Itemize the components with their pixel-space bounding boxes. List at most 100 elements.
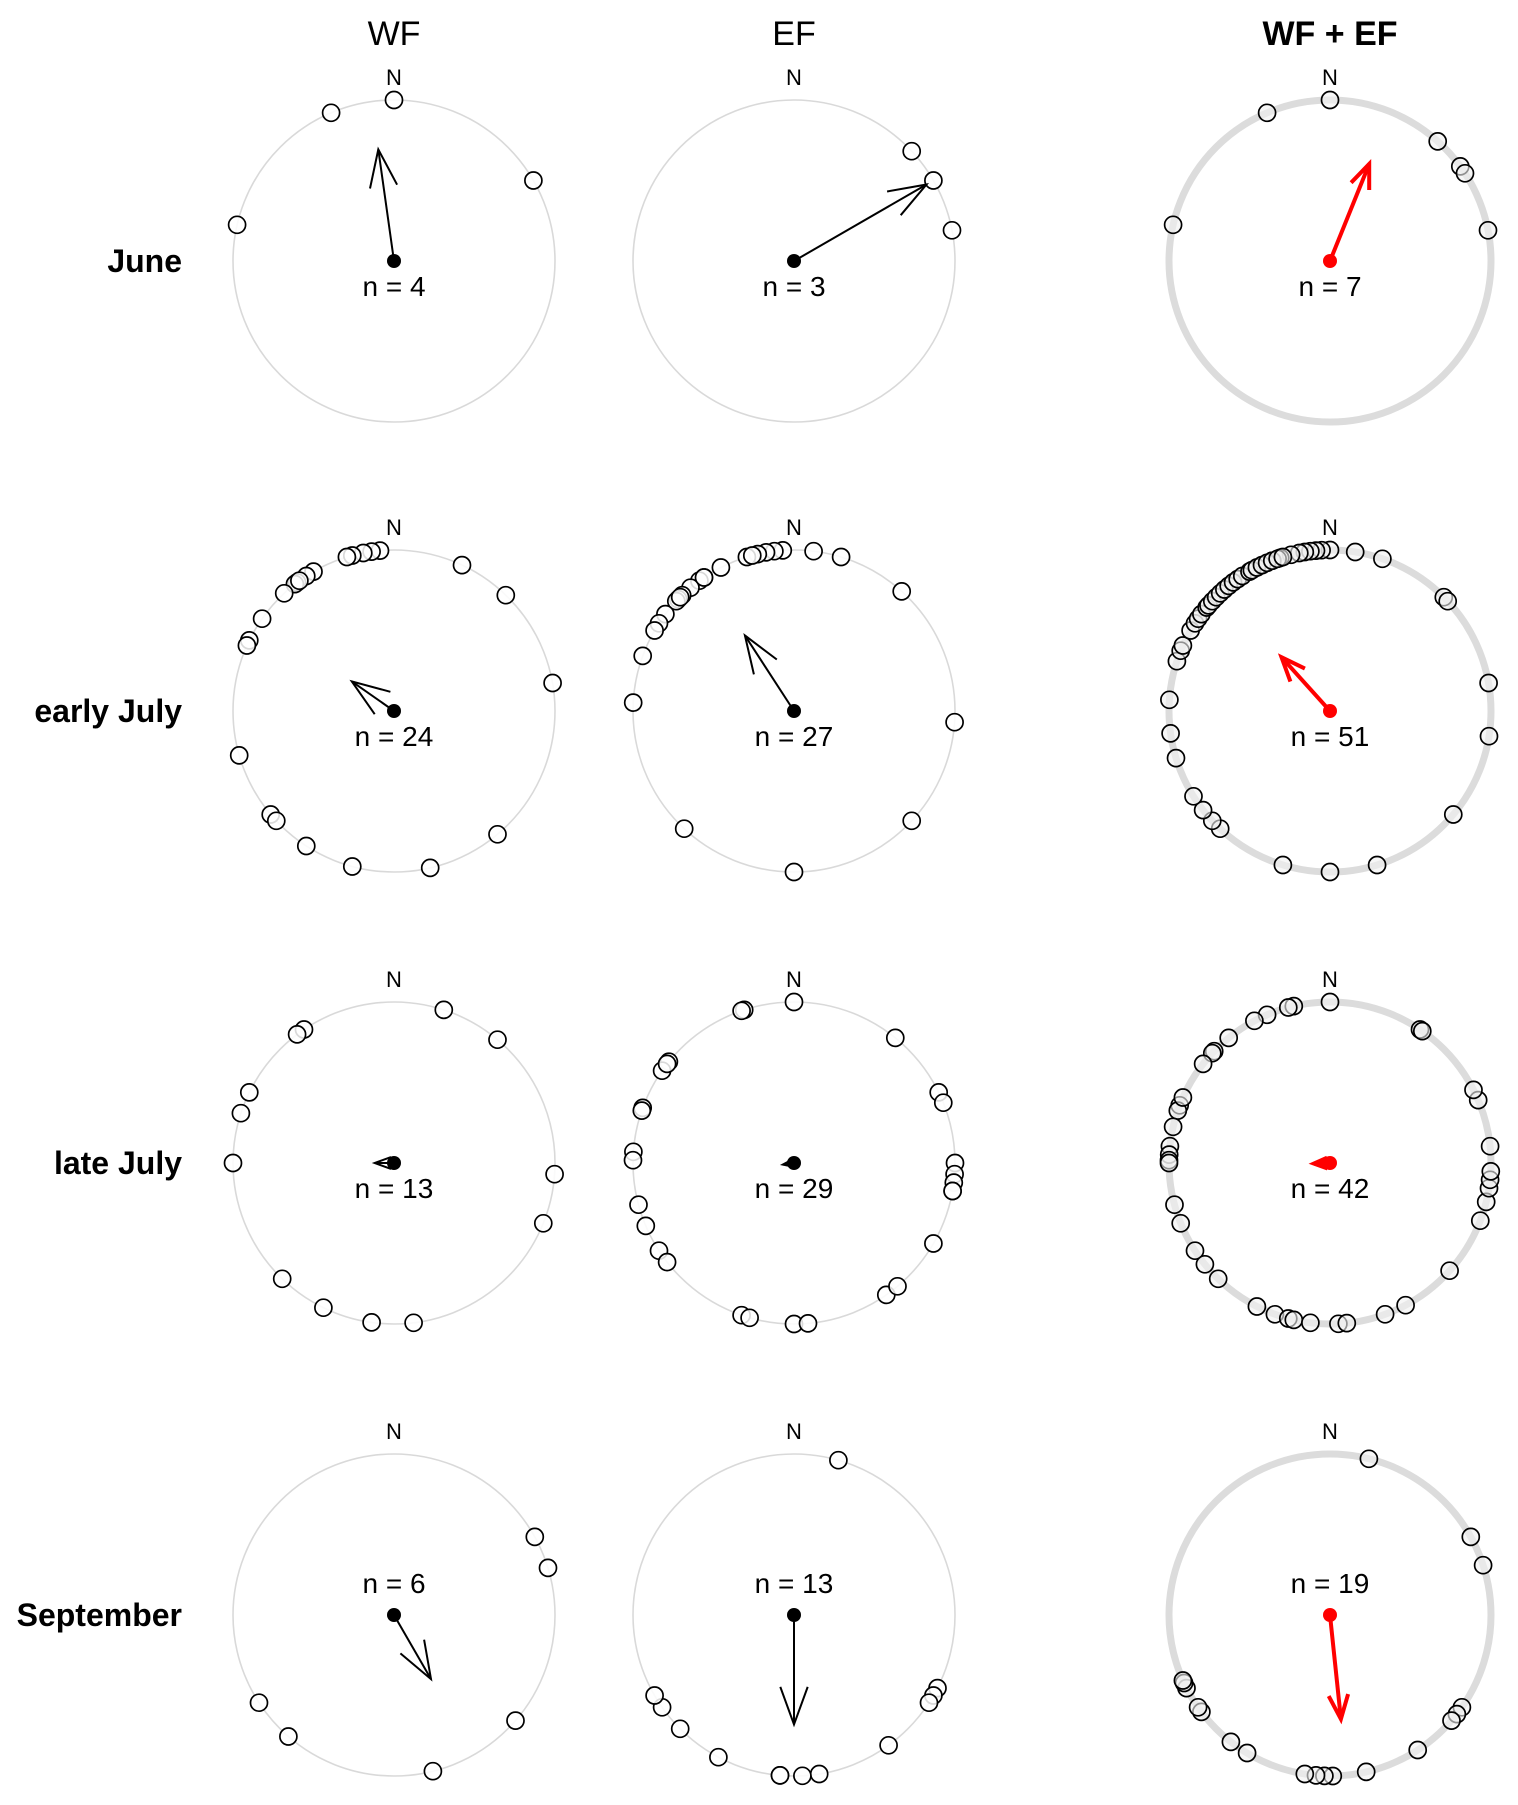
- panel-early-july-ef: Nn = 27: [623, 515, 964, 882]
- observation-point: [1479, 726, 1499, 746]
- observation-point: [1221, 1732, 1241, 1752]
- center-point: [387, 1156, 401, 1170]
- observation-point: [525, 1527, 545, 1547]
- observation-point: [732, 1001, 751, 1021]
- observation-point: [1373, 549, 1392, 569]
- observation-point: [633, 646, 653, 666]
- reference-circle: [232, 1453, 556, 1777]
- observation-point: [1320, 862, 1340, 882]
- observation-point: [1470, 1211, 1490, 1231]
- mean-vector-arrowhead: [886, 183, 930, 216]
- observation-point: [1428, 132, 1448, 151]
- observation-point: [892, 582, 912, 601]
- observation-point: [1480, 1136, 1500, 1156]
- row-header-september: September: [17, 1597, 182, 1633]
- observation-point: [1188, 1697, 1208, 1717]
- observation-point: [1345, 542, 1365, 562]
- reference-circle: [632, 99, 956, 423]
- observation-point: [793, 1766, 812, 1786]
- observation-point: [1257, 103, 1277, 123]
- observation-point: [1161, 724, 1180, 743]
- north-label: N: [1322, 515, 1338, 540]
- observation-point: [1375, 1304, 1395, 1324]
- observation-point: [434, 1000, 454, 1020]
- observation-point: [1163, 1117, 1183, 1137]
- observation-point: [919, 1693, 939, 1713]
- observation-point: [1273, 855, 1293, 875]
- observation-point: [1273, 547, 1293, 567]
- observation-point: [879, 1735, 898, 1755]
- observation-point: [632, 1101, 652, 1120]
- observation-point: [742, 546, 762, 565]
- north-label: N: [386, 515, 402, 540]
- observation-point: [1479, 673, 1498, 693]
- sample-size-label: n = 27: [755, 721, 834, 752]
- observation-point: [1160, 690, 1179, 710]
- observation-point: [1481, 1162, 1501, 1181]
- observation-point: [452, 555, 472, 575]
- observation-point: [804, 541, 823, 561]
- observation-point: [231, 1103, 251, 1123]
- observation-point: [229, 746, 249, 765]
- observation-point: [740, 1308, 759, 1328]
- observation-point: [943, 1181, 962, 1201]
- observation-point: [227, 215, 247, 235]
- observation-point: [784, 992, 804, 1012]
- sample-size-label: n = 13: [755, 1568, 834, 1599]
- observation-point: [1284, 1310, 1304, 1330]
- panel-late-july-wf-ef: Nn = 42: [1159, 967, 1501, 1334]
- mean-vector-arrowhead: [779, 1686, 809, 1728]
- observation-point: [623, 693, 643, 712]
- mean-vector-line: [377, 149, 395, 262]
- observation-point: [423, 1761, 443, 1781]
- observation-point: [1320, 90, 1340, 110]
- observation-point: [1443, 805, 1463, 824]
- observation-point: [1193, 800, 1213, 820]
- observation-point: [888, 1276, 907, 1296]
- observation-point: [1184, 786, 1203, 806]
- column-header-wf-ef: WF + EF: [1262, 15, 1397, 53]
- observation-point: [1412, 1021, 1432, 1041]
- observation-point: [524, 171, 543, 190]
- observation-point: [1359, 1449, 1379, 1469]
- observation-point: [694, 568, 714, 587]
- sample-size-label: n = 51: [1291, 721, 1370, 752]
- observation-point: [362, 1313, 381, 1332]
- observation-point: [1464, 1080, 1483, 1100]
- observation-point: [488, 1030, 507, 1050]
- observation-point: [831, 547, 851, 567]
- north-label: N: [786, 65, 802, 90]
- observation-point: [237, 636, 257, 655]
- north-label: N: [786, 515, 802, 540]
- mean-vector-line: [1328, 163, 1372, 262]
- observation-point: [770, 1766, 790, 1785]
- observation-point: [924, 171, 943, 190]
- mean-vector-arrowhead: [743, 632, 778, 675]
- sample-size-label: n = 42: [1291, 1173, 1370, 1204]
- observation-point: [279, 1727, 298, 1746]
- observation-point: [784, 862, 804, 882]
- column-header-ef: EF: [772, 15, 815, 53]
- panel-june-ef: Nn = 3: [632, 65, 962, 423]
- center-point: [1323, 1156, 1337, 1170]
- observation-point: [674, 819, 694, 839]
- observation-point: [496, 585, 516, 605]
- panel-late-july-ef: Nn = 29: [623, 967, 965, 1334]
- observation-point: [657, 1252, 677, 1272]
- mean-vector-line: [393, 1614, 432, 1680]
- observation-point: [342, 857, 362, 876]
- observation-point: [274, 583, 294, 603]
- mean-vector-line: [1328, 1614, 1343, 1720]
- observation-point: [933, 1093, 953, 1113]
- observation-point: [249, 1693, 269, 1713]
- observation-point: [1337, 1313, 1357, 1333]
- observation-point: [885, 1028, 905, 1048]
- observation-point: [1461, 1527, 1481, 1547]
- north-label: N: [386, 65, 402, 90]
- mean-vector-line: [1280, 655, 1332, 713]
- mean-vector-arrowhead: [1326, 1693, 1351, 1725]
- observation-point: [902, 141, 922, 161]
- observation-point: [1165, 1195, 1184, 1215]
- observation-point: [404, 1313, 423, 1333]
